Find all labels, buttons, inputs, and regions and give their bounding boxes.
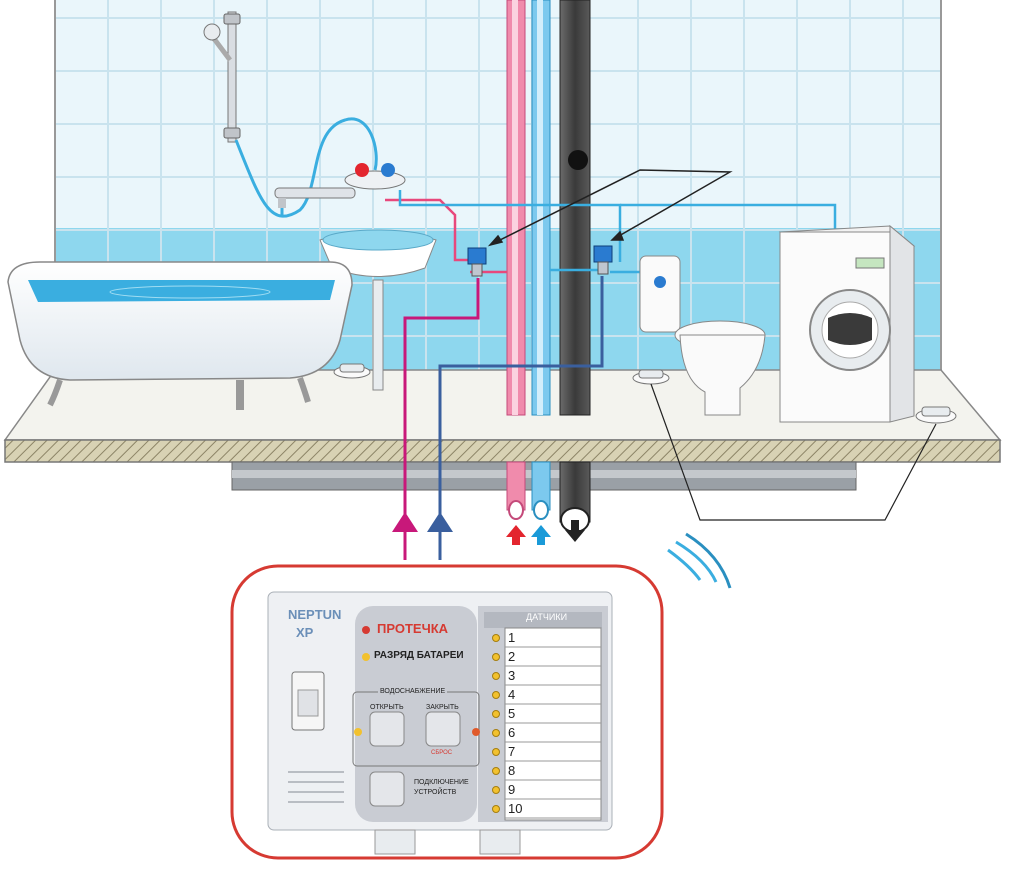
sensor-number: 7 xyxy=(508,744,516,759)
sensor-led-icon xyxy=(492,767,500,775)
sensor-led-icon xyxy=(492,729,500,737)
brand-model: XP xyxy=(296,625,314,640)
sensor-number: 3 xyxy=(508,668,516,683)
leak-sensor xyxy=(632,369,670,385)
drain-arrow-down-icon xyxy=(565,520,585,542)
leak-sensor xyxy=(333,363,371,379)
neptun-controller xyxy=(230,564,664,860)
bathtub xyxy=(7,261,353,410)
leak-indicator-icon xyxy=(362,626,370,634)
valve-callout-lines xyxy=(487,169,733,247)
sensor-number: 1 xyxy=(508,630,516,645)
brand-name: NEPTUN xyxy=(288,607,342,622)
sensor-led-icon xyxy=(492,710,500,718)
sensor-number: 6 xyxy=(508,725,516,740)
connect-label-line2: УСТРОЙСТВ xyxy=(414,789,457,796)
sensor-led-icon xyxy=(492,786,500,794)
cable-arrow-icon xyxy=(392,512,453,532)
leak-sensor xyxy=(915,406,957,424)
sensor-led-icon xyxy=(492,634,500,642)
reset-label: СБРОС xyxy=(431,750,453,756)
leak-label: ПРОТЕЧКА xyxy=(377,621,449,636)
sensor-led-icon xyxy=(492,748,500,756)
sensor-number: 4 xyxy=(508,687,516,702)
riser-pipes xyxy=(506,0,591,533)
sensor-led-icon xyxy=(492,805,500,813)
sensor-led-icon xyxy=(492,691,500,699)
toilet xyxy=(639,255,766,416)
sensor-number: 2 xyxy=(508,649,516,664)
sensor-number: 8 xyxy=(508,763,516,778)
battery-indicator-icon xyxy=(362,653,370,661)
sensor-led-icon xyxy=(492,653,500,661)
sensor-wiring xyxy=(650,383,937,521)
wireless-signal-icon xyxy=(667,532,732,589)
open-label: ОТКРЫТЬ xyxy=(370,704,404,711)
sensors-header: ДАТЧИКИ xyxy=(526,612,568,622)
connect-label-line1: ПОДКЛЮЧЕНИЕ xyxy=(414,779,469,786)
valve-control-cables xyxy=(403,276,604,560)
sensor-number: 9 xyxy=(508,782,516,797)
motorized-valve-cold xyxy=(593,245,613,275)
sensor-led-icon xyxy=(492,672,500,680)
shower-set xyxy=(203,11,378,218)
water-supply-label: ВОДОСНАБЖЕНИЕ xyxy=(378,688,448,695)
battery-label: РАЗРЯД БАТАРЕИ xyxy=(374,650,464,661)
sensor-number: 10 xyxy=(508,801,523,816)
sensor-number: 5 xyxy=(508,706,516,721)
open-valve-button[interactable] xyxy=(369,711,405,747)
washing-machine xyxy=(778,224,916,423)
motorized-valve-hot xyxy=(467,247,487,277)
washbasin xyxy=(274,163,437,391)
close-valve-button[interactable] xyxy=(425,711,461,747)
close-label: ЗАКРЫТЬ xyxy=(426,704,459,711)
flow-arrow-up-icon xyxy=(506,525,551,545)
connect-devices-button[interactable] xyxy=(369,771,405,807)
